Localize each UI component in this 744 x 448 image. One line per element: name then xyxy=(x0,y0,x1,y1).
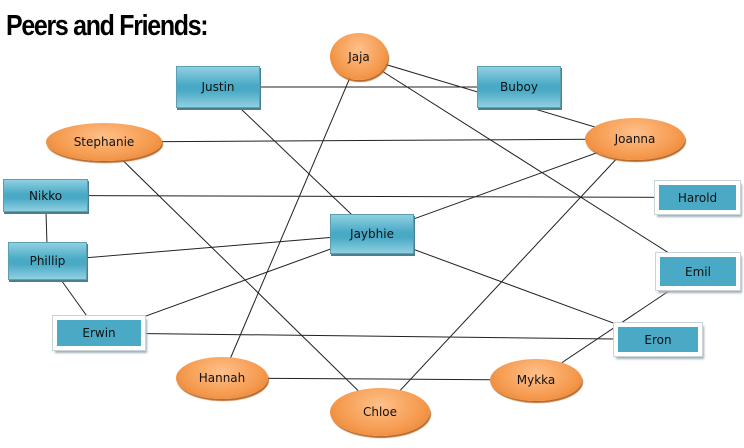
node-label: Eron xyxy=(644,332,672,347)
edge-jaybhie-joanna xyxy=(371,138,636,235)
node-label: Nikko xyxy=(28,188,63,203)
node-emil[interactable]: Emil xyxy=(655,252,741,291)
node-label: Harold xyxy=(677,190,718,205)
node-eron[interactable]: Eron xyxy=(613,322,703,357)
node-joanna[interactable]: Joanna xyxy=(585,118,685,160)
edge-justin-jaybhie xyxy=(217,86,373,235)
node-erwin[interactable]: Erwin xyxy=(52,315,146,351)
node-label: Joanna xyxy=(614,132,656,146)
edge-stephanie-joanna xyxy=(103,138,636,143)
node-justin[interactable]: Justin xyxy=(176,66,260,108)
node-label: Jaja xyxy=(348,49,370,64)
node-label: Justin xyxy=(201,80,235,94)
node-label: Jaybhie xyxy=(350,227,394,241)
node-jaja[interactable]: Jaja xyxy=(330,33,388,80)
node-hannah[interactable]: Hannah xyxy=(176,357,268,399)
node-nikko[interactable]: Nikko xyxy=(3,179,88,212)
node-chloe[interactable]: Chloe xyxy=(330,388,430,436)
node-label: Emil xyxy=(685,264,711,279)
edge-jaja-hannah xyxy=(221,56,360,379)
edge-nikko-harold xyxy=(45,195,698,198)
edge-jaybhie-eron xyxy=(371,233,659,340)
node-label: Mykka xyxy=(516,373,556,387)
node-label: Chloe xyxy=(362,405,398,419)
node-harold[interactable]: Harold xyxy=(654,180,741,215)
page-title: Peers and Friends: xyxy=(6,10,209,42)
edge-hannah-mykka xyxy=(221,377,537,381)
node-label: Stephanie xyxy=(73,135,135,149)
node-buboy[interactable]: Buboy xyxy=(477,66,561,108)
node-stephanie[interactable]: Stephanie xyxy=(46,123,162,161)
node-label: Hannah xyxy=(198,371,246,385)
edge-phillip-jaybhie xyxy=(47,233,373,262)
edge-stephanie-chloe xyxy=(103,141,381,413)
node-mykka[interactable]: Mykka xyxy=(490,359,582,401)
edge-erwin-eron xyxy=(98,332,659,340)
node-label: Phillip xyxy=(29,254,66,268)
node-label: Buboy xyxy=(500,80,538,94)
node-label: Erwin xyxy=(82,326,116,340)
node-jaybhie[interactable]: Jaybhie xyxy=(330,214,414,254)
node-phillip[interactable]: Phillip xyxy=(8,242,87,280)
edge-chloe-joanna xyxy=(379,138,636,413)
edge-jaja-emil xyxy=(358,56,699,272)
